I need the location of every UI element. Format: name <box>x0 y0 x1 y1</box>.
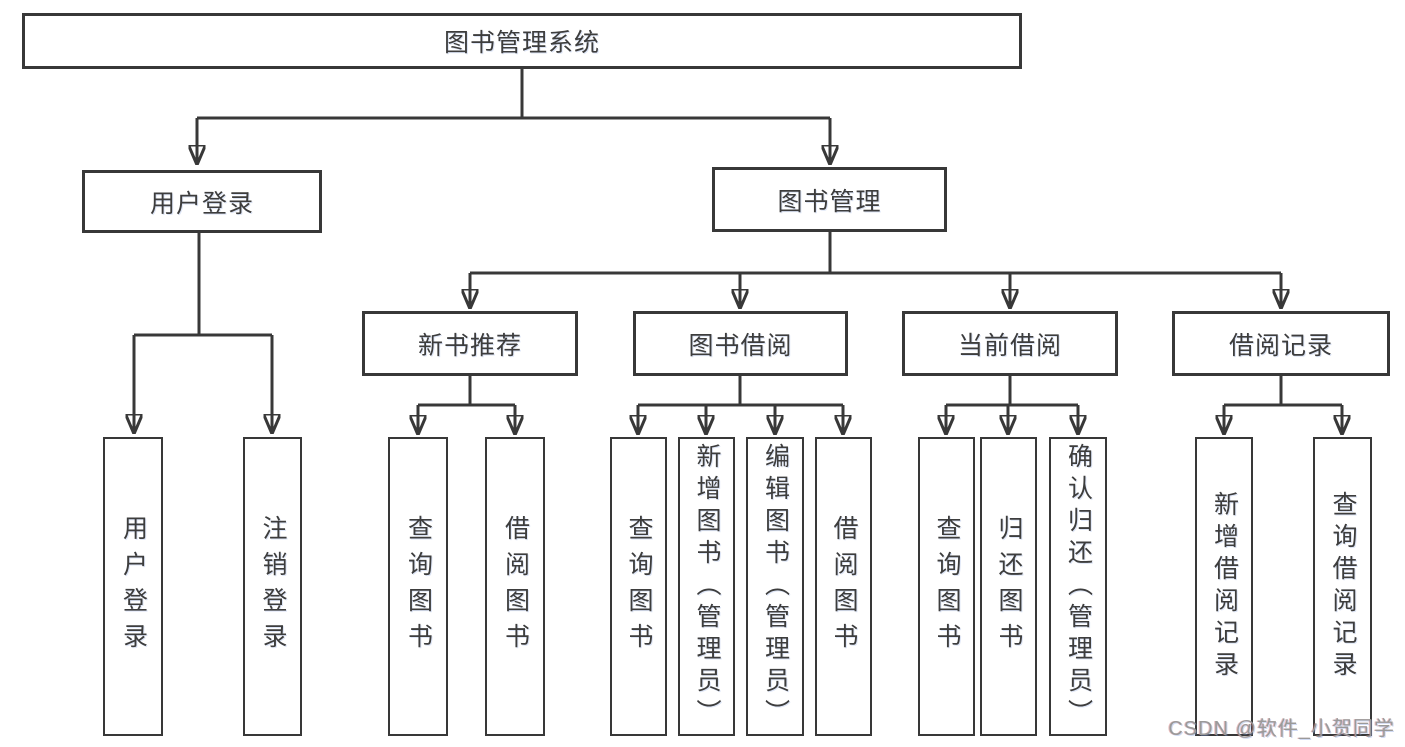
leaf-logout-login: 注销登录 <box>243 437 302 736</box>
leaf-query-borrow-record-label: 查询借阅记录 <box>1329 490 1357 683</box>
leaf-logout-login-label: 注销登录 <box>259 514 287 659</box>
csdn-watermark: CSDN @软件_小贺同学 <box>1168 718 1395 740</box>
node-new-book-recommend: 新书推荐 <box>362 311 578 376</box>
leaf-query-books-borrow: 查询图书 <box>610 437 667 736</box>
node-current-borrow: 当前借阅 <box>902 311 1118 376</box>
leaf-borrow-books: 借阅图书 <box>815 437 872 736</box>
node-book-borrow: 图书借阅 <box>633 311 848 376</box>
leaf-confirm-return-admin-label: 确认归还（管理员） <box>1064 442 1093 731</box>
node-book-management: 图书管理 <box>712 167 947 232</box>
leaf-borrow-books-recommend-label: 借阅图书 <box>501 514 530 659</box>
leaf-add-borrow-record-label: 新增借阅记录 <box>1210 490 1239 683</box>
leaf-query-borrow-record: 查询借阅记录 <box>1313 437 1372 736</box>
leaf-user-login: 用户登录 <box>103 437 163 736</box>
connector-book-management-group <box>470 232 1281 308</box>
leaf-query-books-current-label: 查询图书 <box>933 514 961 659</box>
connector-borrow-records-group <box>1224 376 1342 434</box>
leaf-edit-book-admin-label: 编辑图书（管理员） <box>761 442 790 731</box>
leaf-borrow-books-recommend: 借阅图书 <box>485 437 545 736</box>
connector-book-borrow-group <box>638 376 843 434</box>
leaf-borrow-books-label: 借阅图书 <box>830 514 858 659</box>
node-borrow-records: 借阅记录 <box>1172 311 1390 376</box>
node-user-login: 用户登录 <box>82 170 322 233</box>
connector-new-book-recommend-group <box>418 376 515 434</box>
leaf-add-book-admin-label: 新增图书（管理员） <box>693 442 721 731</box>
leaf-query-books-current: 查询图书 <box>918 437 975 736</box>
leaf-query-books-borrow-label: 查询图书 <box>625 514 653 659</box>
leaf-return-book-label: 归还图书 <box>995 514 1023 659</box>
leaf-return-book: 归还图书 <box>980 437 1037 736</box>
node-root: 图书管理系统 <box>22 13 1022 69</box>
leaf-edit-book-admin: 编辑图书（管理员） <box>746 437 804 736</box>
connector-user-login-group <box>134 233 272 433</box>
leaf-confirm-return-admin: 确认归还（管理员） <box>1049 437 1107 736</box>
leaf-add-book-admin: 新增图书（管理员） <box>678 437 735 736</box>
leaf-user-login-label: 用户登录 <box>119 514 148 659</box>
connector-root-to-level2 <box>197 69 830 164</box>
leaf-add-borrow-record: 新增借阅记录 <box>1195 437 1253 736</box>
connector-current-borrow-group <box>946 376 1078 434</box>
leaf-query-books-recommend: 查询图书 <box>388 437 448 736</box>
leaf-query-books-recommend-label: 查询图书 <box>404 514 433 659</box>
